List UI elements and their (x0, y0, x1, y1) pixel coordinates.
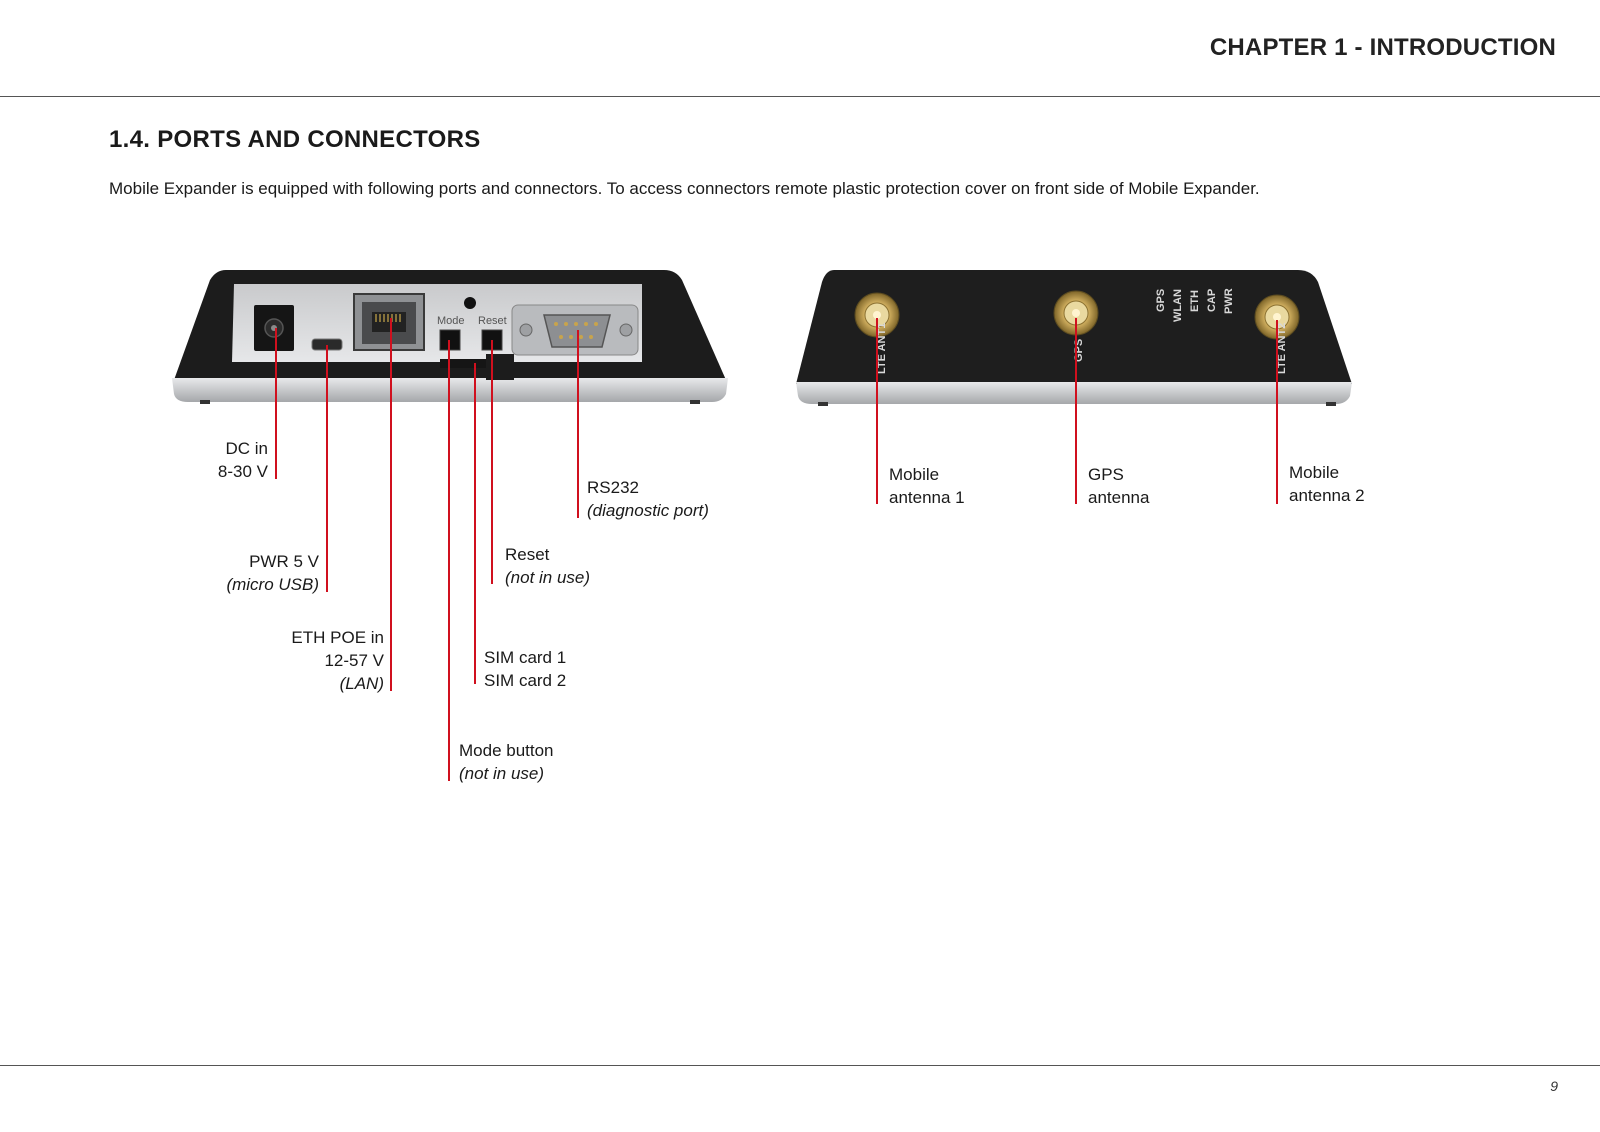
lte-ant2-connector (1254, 294, 1300, 340)
chapter-heading: CHAPTER 1 - INTRODUCTION (1209, 34, 1556, 61)
reset-button-label: Reset (478, 315, 507, 327)
intro-paragraph: Mobile Expander is equipped with followi… (109, 179, 1260, 198)
footer-divider (0, 1065, 1600, 1066)
printed-led-pwr: PWR (1223, 288, 1235, 314)
rear-device-photo (796, 270, 1352, 406)
callout-sim: SIM card 1 SIM card 2 (484, 648, 567, 690)
page-number: 9 (1550, 1078, 1558, 1094)
callout-rs232: RS232 (diagnostic port) (587, 478, 709, 520)
section-title: 1.4. PORTS AND CONNECTORS (109, 126, 481, 153)
callout-dc-in: DC in 8-30 V (217, 439, 268, 481)
callout-mode: Mode button (not in use) (459, 741, 554, 783)
front-device-photo (172, 270, 728, 404)
mode-button-label: Mode (437, 315, 465, 327)
front-leader-lines (275, 318, 579, 781)
callout-ant1: Mobile antenna 1 (889, 465, 965, 507)
callout-eth: ETH POE in 12-57 V (LAN) (291, 628, 384, 693)
rear-leader-lines (876, 318, 1278, 504)
printed-led-gps: GPS (1155, 289, 1167, 312)
printed-led-cap: CAP (1206, 289, 1218, 312)
callout-reset: Reset (not in use) (505, 545, 591, 587)
printed-gps: GPS (1073, 339, 1085, 362)
printed-led-wlan: WLAN (1172, 289, 1184, 322)
callout-ant2: Mobile antenna 2 (1289, 463, 1365, 505)
header-divider (0, 96, 1600, 97)
lte-ant1-connector (854, 292, 900, 338)
printed-ant1: LTE ANT1 (876, 323, 888, 374)
callout-pwr: PWR 5 V (micro USB) (226, 552, 319, 594)
printed-led-eth: ETH (1189, 290, 1201, 312)
printed-ant2: LTE ANT2 (1276, 323, 1288, 374)
callout-gps: GPS antenna (1088, 465, 1150, 507)
